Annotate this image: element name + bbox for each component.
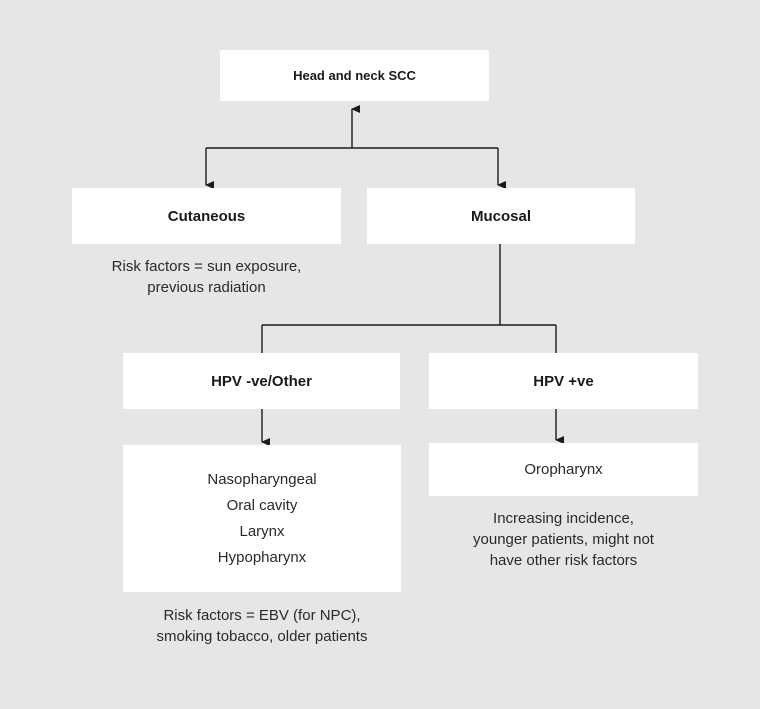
cutaneous-risk-note: Risk factors = sun exposure, previous ra… [72, 256, 341, 298]
hpv-positive-node-label: HPV +ve [533, 372, 594, 390]
mucosal-node-label: Mucosal [470, 207, 531, 225]
cutaneous-node: Cutaneous [72, 188, 341, 244]
hpv-positive-node: HPV +ve [429, 353, 698, 409]
hpv-negative-node: HPV -ve/Other [123, 353, 400, 409]
site-item: Hypopharynx [217, 548, 307, 566]
site-item: Larynx [239, 522, 285, 540]
root-node-label: Head and neck SCC [293, 68, 416, 83]
hpv-pos-note-line-2: younger patients, might not [473, 531, 654, 548]
oropharynx-node-label: Oropharynx [524, 461, 603, 478]
root-node: Head and neck SCC [220, 50, 489, 101]
cutaneous-note-line-2: previous radiation [147, 279, 266, 296]
hpv-neg-note-line-1: Risk factors = EBV (for NPC), [163, 607, 361, 624]
oropharynx-node: Oropharynx [429, 443, 698, 496]
cutaneous-node-label: Cutaneous [167, 207, 246, 225]
mucosal-node: Mucosal [367, 188, 635, 244]
site-item: Oral cavity [226, 496, 298, 514]
hpv-negative-node-label: HPV -ve/Other [211, 372, 312, 390]
hpv-negative-risk-note: Risk factors = EBV (for NPC), smoking to… [113, 605, 411, 647]
hpv-pos-note-line-1: Increasing incidence, [493, 510, 634, 527]
cutaneous-note-line-1: Risk factors = sun exposure, [111, 258, 302, 275]
hpv-positive-note: Increasing incidence, younger patients, … [429, 508, 698, 571]
hpv-neg-note-line-2: smoking tobacco, older patients [156, 628, 368, 645]
hpv-pos-note-line-3: have other risk factors [489, 552, 638, 569]
hpv-negative-sites-node: Nasopharyngeal Oral cavity Larynx Hypoph… [123, 445, 401, 592]
site-item: Nasopharyngeal [207, 470, 317, 488]
